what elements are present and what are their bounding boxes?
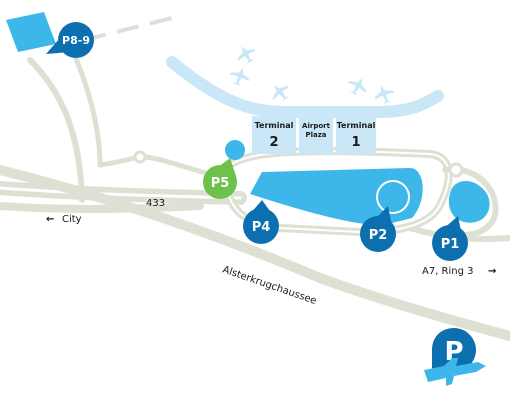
- pin-p1[interactable]: P1: [432, 216, 468, 261]
- logo-letter: P: [444, 337, 463, 367]
- pin-p8-9[interactable]: P8-9: [46, 22, 94, 58]
- airport-plaza-line1: Airport: [302, 122, 331, 130]
- terminal-1-caption: Terminal: [337, 121, 376, 130]
- pin-p2[interactable]: P2: [360, 206, 396, 252]
- road-alsterkrugchaussee: [0, 165, 510, 341]
- pin-p4[interactable]: P4: [243, 200, 279, 244]
- ring-label: A7, Ring 3: [422, 266, 474, 277]
- parking-garage-ring: [376, 180, 410, 214]
- parking-area-p8-9: [6, 12, 56, 52]
- pin-p8-9-label: P8-9: [62, 34, 90, 47]
- roads: [0, 41, 510, 341]
- apron-band: [166, 56, 444, 118]
- route-433-label: 433: [146, 198, 165, 209]
- pin-p5[interactable]: P5: [203, 158, 237, 199]
- terminal-2-number: 2: [269, 135, 278, 150]
- road-city: [0, 202, 204, 213]
- ring-arrow: →: [488, 266, 496, 277]
- roundabout-west: [133, 150, 147, 164]
- parking-area-p5: [225, 140, 245, 160]
- terminal-2-building: Terminal 2: [252, 116, 296, 154]
- dashed-line: [83, 14, 181, 42]
- terminal-1-number: 1: [351, 135, 360, 150]
- city-label: City: [62, 214, 82, 225]
- airport-plaza-building: Airport Plaza: [299, 116, 333, 154]
- terminal-2-caption: Terminal: [255, 121, 294, 130]
- pin-p2-label: P2: [369, 228, 388, 243]
- terminal-1-building: Terminal 1: [336, 116, 376, 154]
- airport-plaza-line2: Plaza: [305, 131, 326, 139]
- city-arrow: ←: [46, 214, 54, 225]
- pin-p5-label: P5: [211, 176, 230, 191]
- pin-p1-label: P1: [441, 237, 460, 252]
- airplane-icon: [229, 67, 250, 86]
- road-north-west: [27, 57, 85, 203]
- airplane-icon: [237, 46, 256, 64]
- airplane-icon: [272, 85, 289, 102]
- airplane-icon: [348, 78, 367, 96]
- roundabout-east: [448, 162, 464, 178]
- parking-area-p4-p2: [250, 168, 423, 226]
- parking-area-p1: [448, 181, 490, 223]
- pin-p4-label: P4: [252, 220, 271, 235]
- airplane-icon: [374, 85, 395, 104]
- airplanes: [229, 46, 395, 104]
- parking-plane-logo-icon: P: [424, 328, 486, 386]
